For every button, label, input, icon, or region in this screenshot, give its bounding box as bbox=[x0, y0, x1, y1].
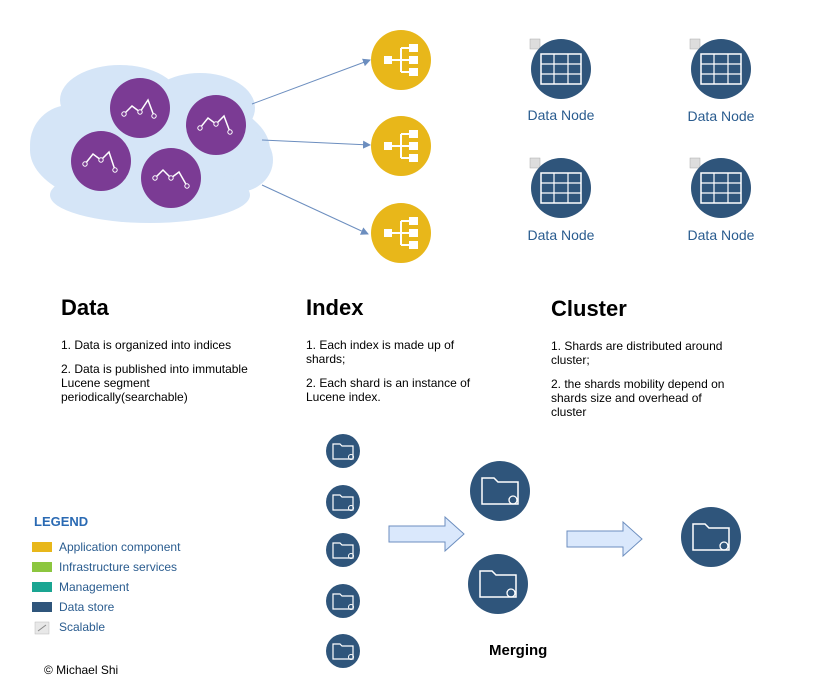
segment-folder-icon-3 bbox=[326, 533, 360, 567]
data-item-1: 1. Data is organized into indices bbox=[61, 338, 232, 352]
index-hierarchy-icon-3 bbox=[371, 203, 431, 263]
data-node-icon-1 bbox=[529, 38, 591, 99]
merged-folder-icon-1 bbox=[470, 461, 530, 521]
data-section-description: 1. Data is organized into indices 2. Dat… bbox=[61, 338, 251, 414]
connector-line-2 bbox=[261, 139, 371, 149]
merged-folder-icon-2 bbox=[468, 554, 528, 614]
cluster-item-1: 1. Shards are distributed around cluster… bbox=[551, 339, 723, 367]
merging-label: Merging bbox=[489, 642, 548, 659]
data-circle-2 bbox=[186, 95, 246, 155]
legend-item-data-store: Data store bbox=[32, 599, 114, 615]
data-circle-3 bbox=[71, 131, 131, 191]
legend-label-data-store: Data store bbox=[59, 600, 115, 614]
data-node-label-3: Data Node bbox=[527, 227, 595, 243]
legend-item-infrastructure: Infrastructure services bbox=[32, 559, 177, 575]
legend-label-scalable: Scalable bbox=[59, 620, 106, 634]
copyright-text: © Michael Shi bbox=[44, 663, 119, 677]
data-section-title: Data bbox=[61, 295, 109, 320]
data-node-label-4: Data Node bbox=[687, 227, 755, 243]
data-node-icon-4 bbox=[689, 157, 751, 218]
index-section-title: Index bbox=[306, 295, 364, 320]
segment-folder-icon-4 bbox=[326, 584, 360, 618]
cluster-item-2: 2. the shards mobility depend on shards … bbox=[551, 377, 725, 419]
final-merged-folder-icon bbox=[681, 507, 741, 567]
merge-arrow-2 bbox=[566, 520, 643, 558]
data-node-label-1: Data Node bbox=[527, 107, 595, 123]
segment-folder-icon-2 bbox=[326, 485, 360, 519]
index-item-1: 1. Each index is made up of shards; bbox=[306, 338, 455, 366]
legend-title: LEGEND bbox=[34, 514, 89, 529]
index-section-description: 1. Each index is made up of shards; 2. E… bbox=[306, 338, 481, 414]
data-node-icon-2 bbox=[689, 38, 751, 99]
data-item-2: 2. Data is published into immutable Luce… bbox=[61, 362, 248, 404]
legend-label-application: Application component bbox=[59, 540, 181, 554]
legend-swatch-infrastructure bbox=[32, 562, 52, 572]
legend-swatch-data-store bbox=[32, 602, 52, 612]
legend-swatch-management bbox=[32, 582, 52, 592]
cluster-section-description: 1. Shards are distributed around cluster… bbox=[551, 339, 736, 429]
legend-label-infrastructure: Infrastructure services bbox=[59, 560, 178, 574]
data-node-label-2: Data Node bbox=[687, 108, 755, 124]
index-hierarchy-icon-2 bbox=[371, 116, 431, 176]
index-hierarchy-icon-1 bbox=[371, 30, 431, 90]
scalable-icon bbox=[34, 621, 50, 635]
legend-item-application: Application component bbox=[32, 539, 180, 555]
connector-line-3 bbox=[261, 184, 369, 235]
index-item-2: 2. Each shard is an instance of Lucene i… bbox=[306, 376, 471, 404]
cluster-section-title: Cluster bbox=[551, 296, 627, 321]
legend-item-management: Management bbox=[32, 579, 129, 595]
legend-label-management: Management bbox=[59, 580, 130, 594]
legend-item-scalable: Scalable bbox=[32, 619, 105, 635]
merge-arrow-1 bbox=[388, 515, 465, 553]
segment-folder-icon-5 bbox=[326, 634, 360, 668]
data-node-icon-3 bbox=[529, 157, 591, 218]
legend-swatch-scalable bbox=[32, 622, 52, 632]
data-circle-1 bbox=[110, 78, 170, 138]
connector-line-1 bbox=[251, 58, 371, 105]
legend-swatch-application bbox=[32, 542, 52, 552]
data-circle-4 bbox=[141, 148, 201, 208]
segment-folder-icon-1 bbox=[326, 434, 360, 468]
